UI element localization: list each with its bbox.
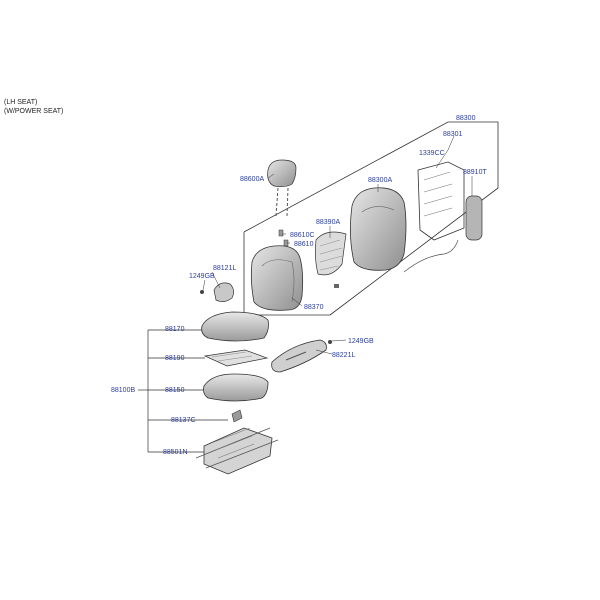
- shield-cover-part: [271, 339, 332, 373]
- cushion-frame-part: [195, 427, 279, 475]
- label-1249GB-lower[interactable]: 1249GB: [348, 338, 374, 345]
- label-88300A[interactable]: 88300A: [368, 177, 392, 184]
- leader-lines: [202, 135, 473, 355]
- clip-part: [231, 409, 243, 423]
- header-seat-type: (W/POWER SEAT): [4, 108, 64, 115]
- label-88501N[interactable]: 88501N: [163, 449, 188, 456]
- label-88121L[interactable]: 88121L: [213, 265, 236, 272]
- seat-frame-part: [403, 161, 465, 273]
- label-88100B[interactable]: 88100B: [111, 387, 135, 394]
- label-88301[interactable]: 88301: [443, 131, 463, 138]
- label-88170[interactable]: 88170: [165, 326, 185, 333]
- label-88137C[interactable]: 88137C: [171, 417, 196, 424]
- label-88150[interactable]: 88150: [165, 387, 185, 394]
- cushion-cover-part: [201, 311, 269, 342]
- headrest-guide-part: [278, 229, 289, 247]
- cushion-pad-part: [203, 373, 269, 402]
- label-88370[interactable]: 88370: [304, 304, 324, 311]
- side-airbag-part: [465, 195, 483, 241]
- header-seat-side: (LH SEAT): [4, 99, 38, 106]
- label-1339CC[interactable]: 1339CC: [419, 150, 445, 157]
- label-88390A[interactable]: 88390A: [316, 219, 340, 226]
- recliner-cover-part: [200, 282, 234, 302]
- label-88610[interactable]: 88610: [294, 241, 314, 248]
- headrest-part: [267, 159, 297, 217]
- back-pad-part: [314, 231, 347, 288]
- label-88600A[interactable]: 88600A: [240, 176, 264, 183]
- diagram-header: (LH SEAT) (W/POWER SEAT): [4, 98, 63, 116]
- label-88910T[interactable]: 88910T: [463, 169, 487, 176]
- part-labels: 88300 88301 1339CC 88910T 88600A 88300A …: [111, 115, 487, 456]
- back-cover-part: [250, 245, 304, 311]
- label-88190[interactable]: 88190: [165, 355, 185, 362]
- label-88300[interactable]: 88300: [456, 115, 476, 122]
- back-frame-part: [350, 187, 407, 271]
- cushion-mat-part: [203, 349, 269, 367]
- label-88221L[interactable]: 88221L: [332, 352, 355, 359]
- label-88610C[interactable]: 88610C: [290, 232, 315, 239]
- bracket-88100B: [138, 329, 228, 453]
- label-1249GB-upper[interactable]: 1249GB: [189, 273, 215, 280]
